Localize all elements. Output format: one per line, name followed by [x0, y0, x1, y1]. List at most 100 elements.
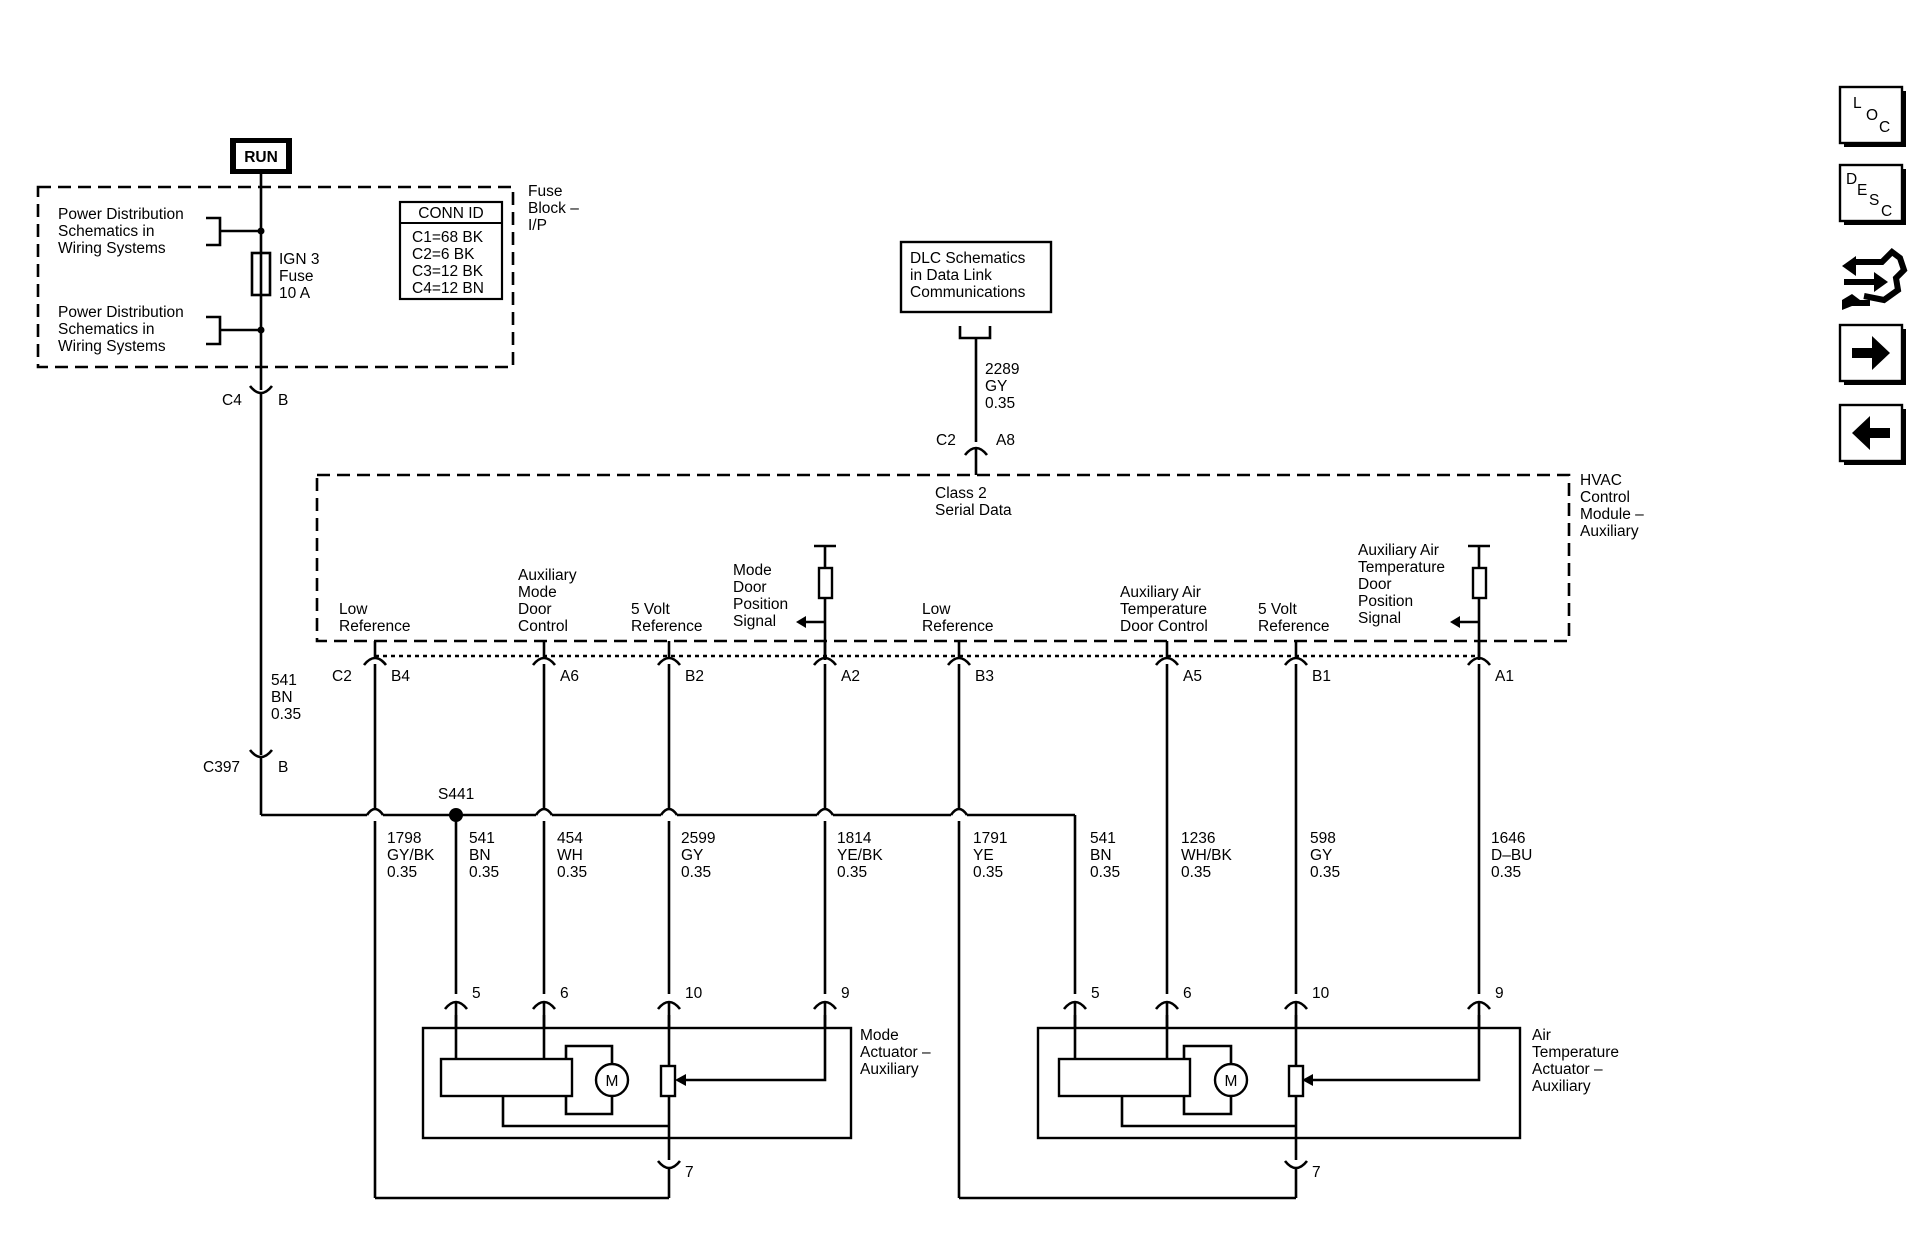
signal-low-reference-b4: Low Reference: [339, 601, 411, 635]
svg-text:L: L: [1853, 95, 1862, 112]
air-temp-actuator-pin-6: 6: [1154, 985, 1192, 1028]
svg-text:Fuse: Fuse: [279, 268, 313, 285]
svg-text:Reference: Reference: [339, 618, 411, 635]
svg-text:Air: Air: [1532, 1027, 1551, 1044]
mode-actuator-pin-6: 6: [531, 985, 569, 1028]
svg-text:D: D: [1846, 171, 1857, 188]
svg-text:5 Volt: 5 Volt: [1258, 601, 1297, 618]
svg-text:Signal: Signal: [1358, 610, 1401, 627]
air-temp-actuator-pin-9: 9: [1466, 985, 1504, 1028]
power-distribution-ref-top: Power Distribution Schematics in Wiring …: [58, 206, 261, 257]
fuse-block-boundary: [36, 185, 515, 369]
wire-label-line: 1814: [837, 830, 872, 847]
arrow-left-button[interactable]: [1838, 403, 1906, 465]
mode-door-pullup: [796, 544, 836, 660]
power-distribution-ref-bottom: Power Distribution Schematics in Wiring …: [58, 304, 261, 355]
svg-text:Auxiliary: Auxiliary: [518, 567, 577, 584]
svg-text:IGN 3: IGN 3: [279, 251, 319, 268]
module-pin-label: B1: [1312, 668, 1331, 685]
svg-text:7: 7: [1312, 1164, 1321, 1181]
svg-text:C4: C4: [222, 392, 242, 409]
svg-text:Reference: Reference: [1258, 618, 1330, 635]
svg-text:BN: BN: [271, 689, 293, 706]
svg-text:Position: Position: [1358, 593, 1413, 610]
wire-label-line: BN: [1090, 847, 1112, 864]
svg-text:M: M: [1225, 1073, 1238, 1090]
desc-button[interactable]: D E S C: [1838, 163, 1906, 225]
svg-text:5 Volt: 5 Volt: [631, 601, 670, 618]
module-pin-label: B2: [685, 668, 704, 685]
wire-label-line: 541: [469, 830, 495, 847]
svg-text:Mode: Mode: [518, 584, 557, 601]
svg-text:Block –: Block –: [528, 200, 579, 217]
svg-text:Auxiliary: Auxiliary: [860, 1061, 919, 1078]
wire-label-line: 1236: [1181, 830, 1215, 847]
mode-actuator-pin-10: 10: [656, 985, 703, 1028]
wire-labels: 1798GY/BK0.35541BN0.35454WH0.352599GY0.3…: [387, 830, 1532, 881]
svg-text:Actuator –: Actuator –: [860, 1044, 931, 1061]
svg-text:Control: Control: [1580, 489, 1630, 506]
actuator-pin-label: 5: [472, 985, 481, 1002]
module-pin-b2: B2: [656, 641, 704, 685]
loc-button[interactable]: L O C: [1838, 85, 1906, 147]
connector-c2-a8: C2 A8: [936, 432, 1015, 475]
harness-icon[interactable]: [1842, 248, 1908, 310]
wire-label-line: 0.35: [681, 864, 711, 881]
air-temperature-actuator: M: [1036, 1015, 1522, 1160]
svg-text:C2=6 BK: C2=6 BK: [412, 246, 475, 263]
wire-label-line: GY/BK: [387, 847, 435, 864]
svg-text:C397: C397: [203, 759, 240, 776]
svg-text:Schematics in: Schematics in: [58, 223, 154, 240]
run-power-source: RUN: [230, 138, 292, 174]
connector-c2-label: C2: [332, 668, 352, 685]
svg-text:E: E: [1857, 182, 1867, 199]
svg-text:Position: Position: [733, 596, 788, 613]
wire-label-line: 454: [557, 830, 583, 847]
ground-return-air-temp: 7: [959, 1160, 1321, 1200]
svg-text:Wiring Systems: Wiring Systems: [58, 338, 166, 355]
signal-5v-reference-b1: 5 Volt Reference: [1258, 601, 1330, 635]
svg-text:C: C: [1879, 119, 1890, 136]
svg-text:Mode: Mode: [733, 562, 772, 579]
wire-label-line: WH: [557, 847, 583, 864]
mode-position-sensor: [659, 1064, 677, 1098]
actuator-pin-label: 5: [1091, 985, 1100, 1002]
wire-label-line: 0.35: [469, 864, 499, 881]
arrow-right-icon: [1852, 336, 1890, 370]
module-pin-a2: A2: [812, 641, 860, 685]
splice-label: S441: [438, 786, 474, 803]
svg-text:C: C: [1881, 203, 1892, 220]
run-label: RUN: [244, 149, 278, 166]
actuator-pin-label: 9: [1495, 985, 1504, 1002]
svg-text:C1=68 BK: C1=68 BK: [412, 229, 484, 246]
module-pin-b3: B3: [946, 641, 994, 685]
svg-text:Fuse: Fuse: [528, 183, 562, 200]
signal-5v-reference-b2: 5 Volt Reference: [631, 601, 703, 635]
svg-text:Low: Low: [922, 601, 951, 618]
svg-text:Door: Door: [1358, 576, 1392, 593]
actuator-pin-label: 10: [685, 985, 703, 1002]
actuator-pin-label: 9: [841, 985, 850, 1002]
svg-text:Power Distribution: Power Distribution: [58, 304, 184, 321]
module-pin-label: A2: [841, 668, 860, 685]
wire-label-line: GY: [1310, 847, 1332, 864]
svg-text:Class 2: Class 2: [935, 485, 987, 502]
wire-label-line: D–BU: [1491, 847, 1532, 864]
wire-label-line: 0.35: [837, 864, 867, 881]
air-temp-actuator-pin-5: 5: [1062, 985, 1100, 1028]
svg-text:CONN ID: CONN ID: [418, 205, 483, 222]
wire-label-line: 598: [1310, 830, 1336, 847]
signal-aux-air-temp-door-position-a1: Auxiliary Air Temperature Door Position …: [1358, 542, 1445, 627]
svg-text:Power Distribution: Power Distribution: [58, 206, 184, 223]
arrow-right-button[interactable]: [1838, 323, 1906, 385]
wire-label-541-left: 541 BN 0.35: [271, 672, 301, 723]
module-pin-label: B3: [975, 668, 994, 685]
